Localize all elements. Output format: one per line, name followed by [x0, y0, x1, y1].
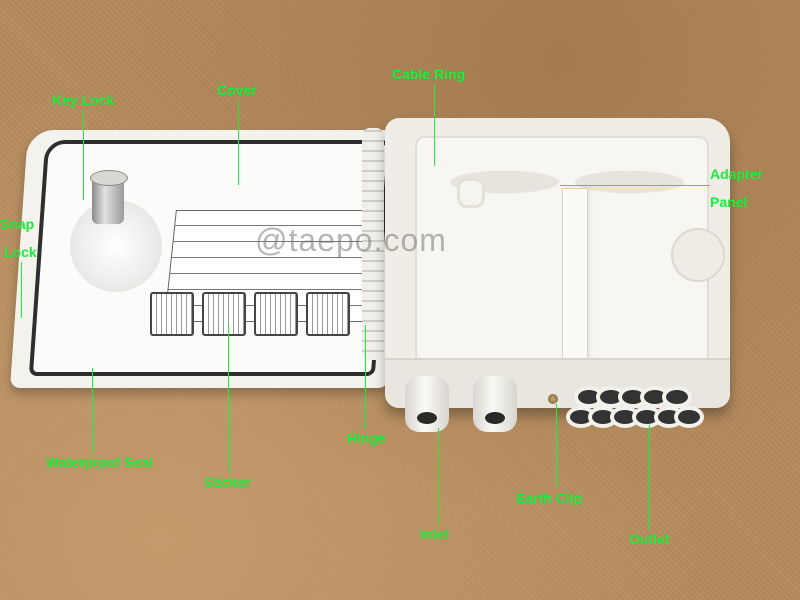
leader-snap-lock	[21, 262, 22, 318]
outlet-port	[678, 410, 700, 424]
label-key-lock: Key Lock	[52, 92, 115, 108]
leader-hinge	[365, 325, 366, 429]
label-earth-clip: Earth Clip	[516, 490, 583, 506]
diagram-3	[254, 292, 298, 336]
label-lock: Lock	[4, 244, 37, 260]
outlet-port	[644, 390, 666, 404]
diagram-2	[202, 292, 246, 336]
leader-adapter-panel	[560, 185, 710, 186]
label-outlet: Outlet	[629, 531, 670, 547]
leader-earth-clip	[556, 404, 557, 488]
adapter-panel	[562, 188, 588, 370]
hinge	[362, 128, 384, 360]
splice-tray	[415, 136, 725, 370]
watermark: @taepo.com	[255, 222, 447, 258]
label-cable-ring: Cable Ring	[392, 66, 466, 82]
diagram-1	[150, 292, 194, 336]
earth-clip	[548, 394, 558, 404]
leader-outlet	[649, 425, 650, 529]
outlet-port	[592, 410, 614, 424]
outlet-port	[666, 390, 688, 404]
label-cover: Cover	[217, 82, 257, 98]
outlet-ports	[570, 386, 700, 438]
label-waterproof-seal: Waterproof Seal	[46, 454, 153, 470]
outlet-port	[614, 410, 636, 424]
outlet-port	[622, 390, 644, 404]
label-snap: Snap	[0, 216, 35, 232]
tray-notch	[671, 228, 725, 282]
outlet-port	[658, 410, 680, 424]
leader-waterproof-seal	[92, 368, 93, 454]
leader-sticker	[228, 325, 229, 473]
leader-inlet	[438, 428, 439, 524]
leader-key-lock	[83, 112, 84, 200]
box-base	[385, 118, 730, 432]
outlet-port	[578, 390, 600, 404]
outlet-port	[570, 410, 592, 424]
label-sticker: Sticker	[204, 474, 251, 490]
diagram-4	[306, 292, 350, 336]
sticker-diagrams	[150, 292, 350, 336]
label-inlet: Inlet	[420, 526, 449, 542]
outlet-port	[636, 410, 658, 424]
inlet-gland-2	[473, 376, 517, 432]
label-adapter: Adapter	[710, 166, 763, 182]
key-lock-cap	[90, 170, 128, 186]
outlet-port	[600, 390, 622, 404]
label-hinge: Hinge	[347, 430, 386, 446]
label-panel: Panel	[710, 194, 748, 210]
leader-cover	[238, 100, 239, 185]
leader-cable-ring	[434, 84, 435, 166]
inlet-gland-1	[405, 376, 449, 432]
cable-ring	[457, 178, 485, 208]
